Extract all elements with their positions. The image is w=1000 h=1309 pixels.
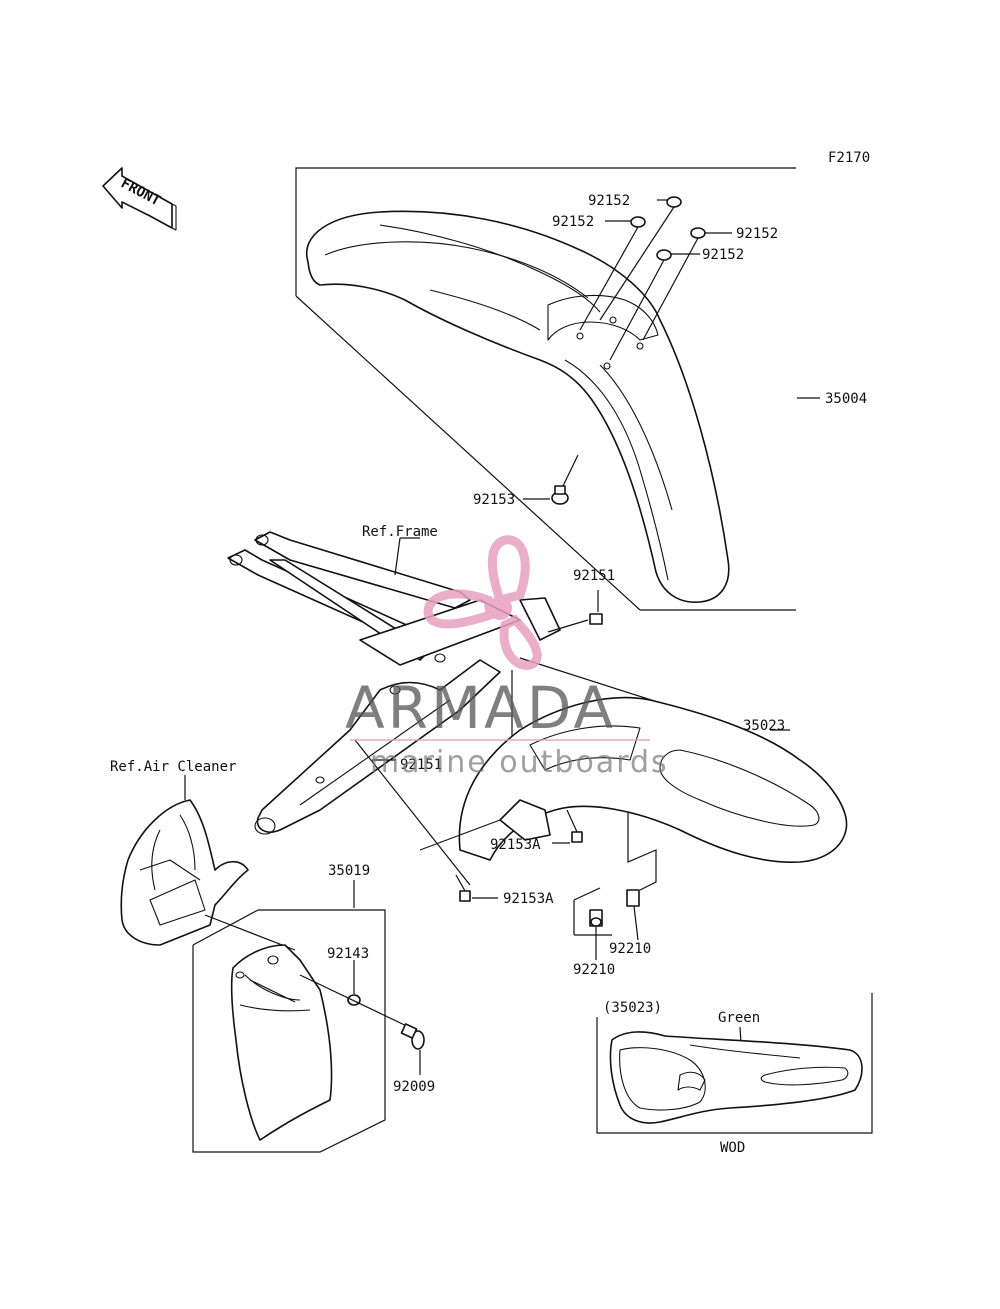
watermark-tagline: marine outboards [370,745,669,780]
part-label-flap: 35019 [328,863,370,879]
diagram-code: F2170 [828,150,870,166]
mud-flap[interactable] [230,944,333,1141]
front-fender[interactable] [305,210,730,603]
part-label-bolt-flap: 92009 [393,1079,435,1095]
part-label-bolt-rear-a: 92153A [490,837,541,853]
watermark-brand: ARMADA [345,674,616,742]
propeller-logo-icon [423,535,542,670]
washer-92152-icons [579,196,732,361]
bolt-92009-icon [400,1023,425,1075]
air-cleaner [120,799,249,946]
part-label-washer-flap: 92143 [327,946,369,962]
part-label-bolt-rear-b: 92153A [503,891,554,907]
front-arrow-icon: FRONT [102,167,177,231]
variant-part-ref: (35023) [603,1000,662,1016]
nut-92210-icons [589,889,640,960]
variant-rear-fender[interactable] [609,1031,863,1124]
variant-model-code: WOD [720,1140,745,1156]
rear-frame [227,531,561,835]
ref-label-air-cleaner: Ref.Air Cleaner [110,759,236,775]
front-fender-frame-lines [295,167,796,611]
part-label-nut-b: 92210 [573,962,615,978]
ref-label-frame: Ref.Frame [362,524,438,540]
flap-frame-lines [192,880,386,1153]
watermark: ARMADA marine outboards [345,535,669,780]
variant-frame-lines [596,993,873,1134]
part-label-collar-top: 92151 [573,568,615,584]
part-label-front-fender: 35004 [825,391,867,407]
variant-color-label: Green [718,1010,760,1026]
collar-92151-top-icon [547,590,603,633]
bolt-92153-icon [523,454,579,505]
part-label-rear-fender: 35023 [743,718,785,734]
part-label-washer-a: 92152 [588,193,630,209]
part-label-nut-a: 92210 [609,941,651,957]
part-label-collar-mid: 92151 [400,757,442,773]
rear-fender[interactable] [419,696,848,863]
part-label-washer-b: 92152 [552,214,594,230]
part-label-washer-d: 92152 [702,247,744,263]
part-label-washer-c: 92152 [736,226,778,242]
part-label-bolt-front: 92153 [473,492,515,508]
bolt-92153a-icons [455,809,583,902]
